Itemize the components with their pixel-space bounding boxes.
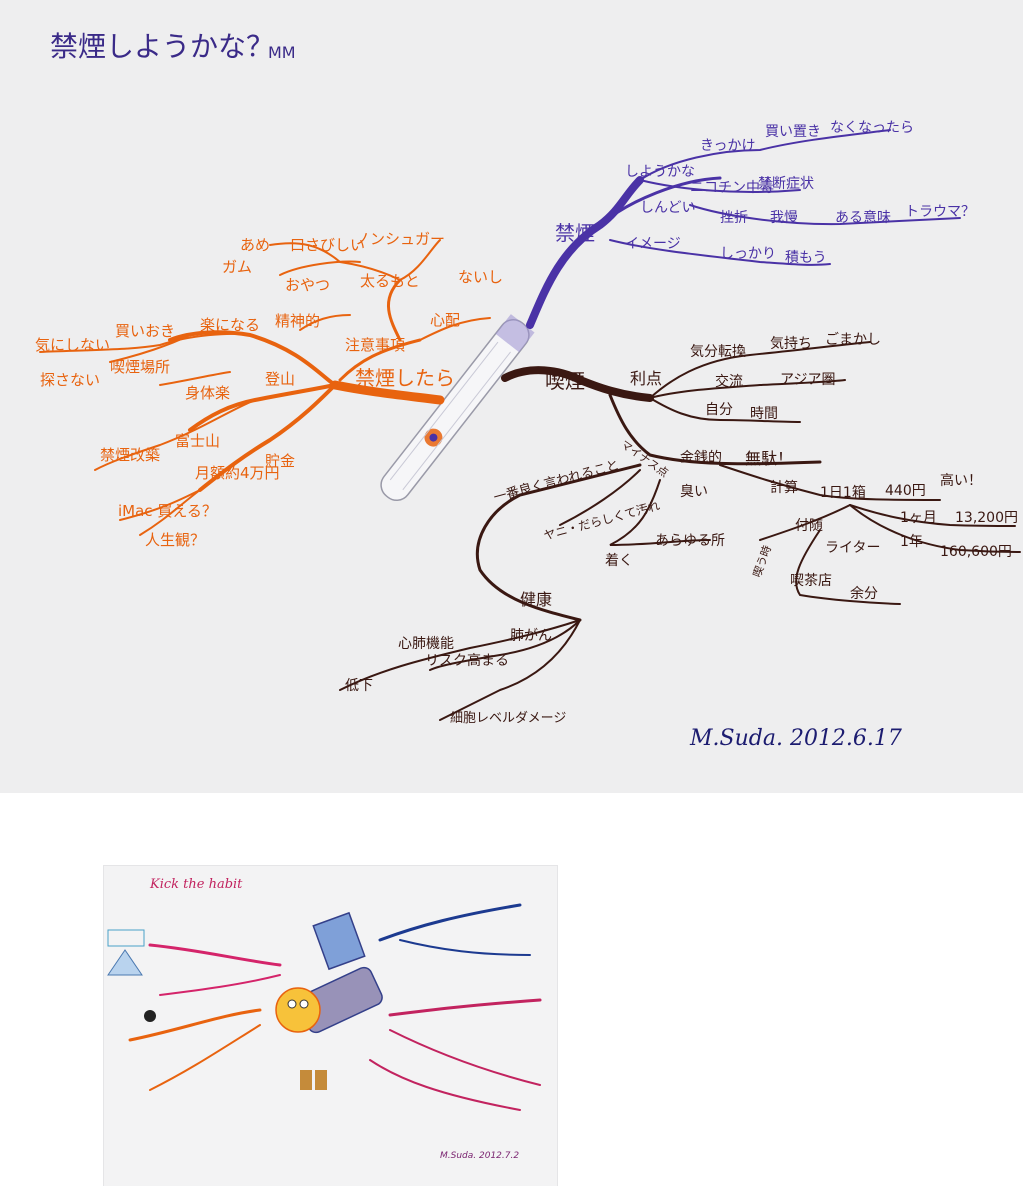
label: 余分	[850, 585, 878, 602]
secondary-map-title: Kick the habit	[149, 877, 243, 892]
label: なくなったら	[830, 120, 914, 136]
map-title: 禁煙しようかな？	[50, 30, 274, 63]
center-label: 禁煙したら	[355, 366, 455, 390]
label: 金銭的	[680, 450, 722, 466]
brown-branches	[339, 341, 1021, 721]
label: 禁煙	[555, 221, 595, 245]
label: 月額約4万円	[195, 464, 280, 482]
author-mark: MM	[268, 43, 296, 62]
label: 心肺機能	[398, 636, 454, 652]
label: 喫煙	[545, 369, 585, 393]
label: 臭い	[680, 484, 708, 500]
label: 我慢	[770, 209, 798, 226]
secondary-signature: M.Suda. 2012.7.2	[440, 1151, 519, 1161]
label: 富士山	[175, 432, 220, 450]
label: 登山	[265, 370, 295, 388]
purple-branches	[526, 129, 961, 329]
label: しっかり	[720, 246, 776, 262]
label: 高い！	[940, 472, 982, 489]
label: ライター	[825, 540, 880, 556]
label: 自分	[705, 402, 733, 418]
label: 口さびしい	[290, 236, 365, 254]
label: 付随	[795, 518, 823, 534]
label: ないし	[458, 268, 503, 286]
label: 1日1箱	[820, 485, 866, 501]
label: 利点	[630, 369, 662, 388]
orange-branches	[39, 239, 491, 536]
label: 楽になる	[200, 316, 260, 334]
label: 喫煙場所	[110, 358, 170, 376]
label: 低下	[345, 678, 373, 694]
label: 440円	[885, 483, 926, 499]
label: おやつ	[285, 276, 330, 294]
label: ごまかし	[825, 332, 881, 348]
label: しようかな	[625, 164, 695, 180]
mind-map-sheet-main	[0, 0, 1023, 793]
label: 時間	[750, 406, 778, 422]
label: 注意事項	[345, 336, 405, 354]
label: 挫折	[720, 210, 748, 226]
label: 計算	[770, 480, 798, 496]
label: 心配	[430, 311, 460, 329]
label: しんどい	[640, 200, 696, 216]
signature: M.Suda. 2012.6.17	[689, 726, 902, 751]
secondary-branches	[128, 903, 542, 1111]
label: 1年	[900, 534, 923, 550]
label: 喫う時	[751, 544, 775, 579]
label: 太るもと	[360, 272, 420, 290]
label: 探さない	[40, 371, 100, 389]
cigarette-icon	[380, 314, 535, 502]
label: 気分転換	[690, 344, 746, 360]
label: 肺がん	[510, 628, 552, 644]
fuji-mountain-icon	[107, 929, 145, 976]
label: 積もう	[785, 250, 827, 266]
label: 交流	[715, 373, 743, 390]
label: ニコチン中毒	[690, 180, 774, 196]
foot-stomping-cigarette-illustration	[275, 911, 383, 1090]
label: 気にしない	[35, 336, 110, 354]
label: 人生観？	[145, 531, 205, 549]
label: 買い置き	[765, 124, 821, 140]
apple-logo-icon	[144, 1010, 156, 1022]
label: イメージ	[625, 236, 681, 252]
label: 一番良く言われること	[492, 457, 621, 506]
label: 精神的	[275, 312, 320, 330]
label: 160,600円	[940, 544, 1012, 560]
label: 細胞レベルダメージ	[450, 711, 566, 726]
label: iMac 買える？	[118, 502, 217, 520]
label: ガム	[222, 258, 252, 276]
label: ノンシュガー	[355, 230, 445, 248]
label: 喫茶店	[790, 573, 832, 589]
label: 無駄！	[745, 449, 793, 468]
label: 1ヶ月	[900, 510, 937, 526]
label: きっかけ	[700, 138, 755, 154]
label: トラウマ？	[905, 204, 975, 220]
label: あらゆる所	[655, 533, 725, 549]
label: 気持ち	[770, 336, 812, 352]
label: 禁煙改築	[100, 446, 160, 464]
label: 着く	[605, 553, 633, 569]
label: 13,200円	[955, 510, 1018, 526]
label: アジア圏	[780, 372, 835, 388]
label: 貯金	[265, 452, 295, 470]
label: リスク高まる	[425, 652, 509, 669]
label: 禁断症状	[758, 176, 814, 192]
label: 買いおき	[115, 322, 175, 340]
label: 身体楽	[185, 384, 230, 402]
label: ある意味	[835, 209, 891, 226]
label: あめ	[240, 236, 270, 254]
label: 健康	[520, 590, 552, 609]
label: ヤニ・だらしくて汚れ	[542, 498, 661, 542]
